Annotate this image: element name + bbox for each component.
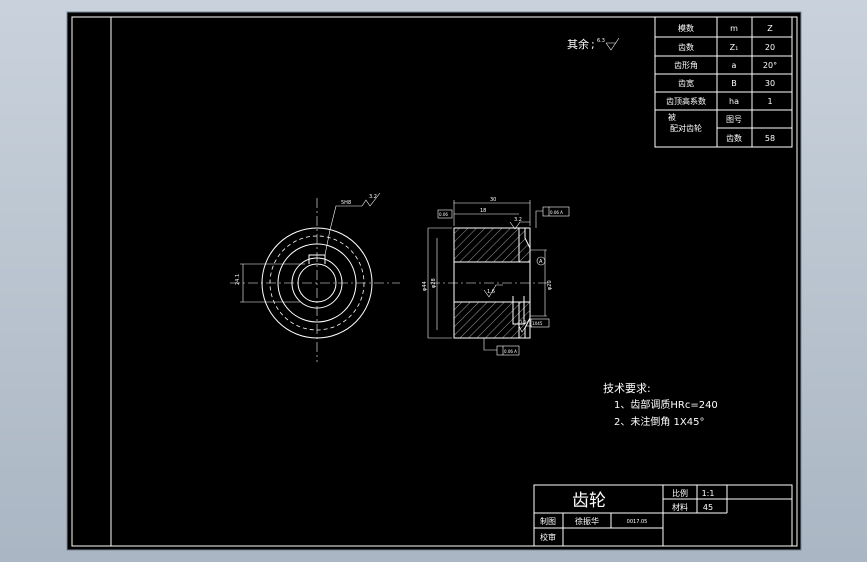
param-value: 20° bbox=[763, 61, 777, 70]
param-value: Z bbox=[767, 24, 773, 33]
param-name: 齿顶高系数 bbox=[666, 96, 706, 106]
paired-gear-drawing-no-label: 图号 bbox=[726, 115, 742, 124]
roughness-symbol-icon bbox=[483, 284, 503, 298]
hub-dia-label: φ28 bbox=[431, 278, 437, 288]
param-name: 模数 bbox=[678, 23, 694, 33]
tech-req-item: 2、未注倒角 1X45° bbox=[614, 415, 704, 428]
param-value: 20 bbox=[765, 43, 775, 52]
param-symbol: m bbox=[730, 24, 738, 33]
tolerance-left-label: 0.06 bbox=[439, 212, 448, 217]
roughness-symbol-icon bbox=[361, 192, 381, 207]
tolerance-bottom-label: 0.06 A bbox=[504, 349, 517, 354]
drawn-by-label: 制图 bbox=[540, 516, 556, 526]
param-symbol: Z₁ bbox=[730, 43, 739, 52]
gear-front-view: 5H8 3.2 24.1 bbox=[230, 192, 400, 362]
gear-section-view: 30 18 0.06 A 0.06 3.2 φ44 φ28 φ20 A 1.6 … bbox=[422, 197, 570, 356]
roughness-symbol-icon bbox=[518, 325, 532, 333]
param-name: 齿形角 bbox=[674, 60, 698, 70]
outer-dia-label: φ44 bbox=[422, 281, 428, 291]
gear-parameter-table: 模数 m Z 齿数 Z₁ 20 齿形角 a 20° 齿宽 B 30 齿顶高系数 … bbox=[654, 16, 793, 148]
param-name: 齿宽 bbox=[678, 78, 694, 88]
tech-req-title: 技术要求: bbox=[603, 382, 651, 395]
param-symbol: a bbox=[732, 61, 737, 70]
hub-width-label: 18 bbox=[480, 208, 486, 214]
surface-note-symbol: 6.3 bbox=[597, 38, 605, 44]
drawn-by-name: 徐振华 bbox=[575, 516, 599, 526]
surface-note-label: 其余 bbox=[567, 37, 589, 51]
paired-gear-prefix: 被 bbox=[668, 112, 676, 122]
roughness-a-label: 3.2 bbox=[514, 217, 522, 223]
total-width-label: 30 bbox=[490, 197, 496, 203]
surface-roughness-note: 其余 ; 6.3 bbox=[567, 37, 620, 51]
scale-label: 比例 bbox=[672, 488, 688, 498]
front-roughness-label: 3.2 bbox=[369, 194, 377, 200]
tolerance-top-label: 0.06 A bbox=[550, 210, 563, 215]
checked-by-label: 校审 bbox=[540, 532, 556, 542]
roughness-c-label: 3.2 bbox=[520, 320, 527, 325]
keyway-depth-label: 24.1 bbox=[235, 274, 241, 285]
paired-gear-label: 配对齿轮 bbox=[670, 123, 702, 133]
roughness-symbol-icon bbox=[509, 221, 530, 230]
roughness-symbol-icon bbox=[605, 37, 620, 51]
drawing-sheet bbox=[66, 11, 802, 551]
paired-gear-teeth-label: 齿数 bbox=[726, 133, 742, 143]
svg-text:;: ; bbox=[591, 38, 595, 51]
roughness-b-label: 1.6 bbox=[487, 289, 495, 295]
param-name: 齿数 bbox=[678, 42, 694, 52]
inner-frame bbox=[110, 16, 798, 547]
param-symbol: ha bbox=[729, 97, 739, 106]
material-value: 45 bbox=[703, 503, 713, 512]
scale-value: 1:1 bbox=[702, 489, 715, 498]
tech-requirements: 技术要求: 1、齿部调质HRc=240 2、未注倒角 1X45° bbox=[603, 382, 718, 428]
param-symbol: B bbox=[731, 79, 737, 88]
paired-gear-teeth: 58 bbox=[765, 134, 775, 143]
title-block: 齿轮 比例 1:1 材料 45 制图 徐振华 0017.05 校审 bbox=[533, 484, 793, 547]
bore-dia-label: φ20 bbox=[547, 280, 553, 290]
drawn-date: 0017.05 bbox=[627, 519, 648, 525]
material-label: 材料 bbox=[672, 502, 688, 512]
datum-label: A bbox=[539, 259, 543, 265]
part-name: 齿轮 bbox=[572, 491, 606, 511]
param-value: 1 bbox=[767, 97, 772, 106]
param-value: 30 bbox=[765, 79, 775, 88]
key-width-label: 5H8 bbox=[341, 200, 351, 206]
tech-req-item: 1、齿部调质HRc=240 bbox=[614, 398, 718, 411]
chamfer-label: 1X45 bbox=[532, 321, 543, 326]
